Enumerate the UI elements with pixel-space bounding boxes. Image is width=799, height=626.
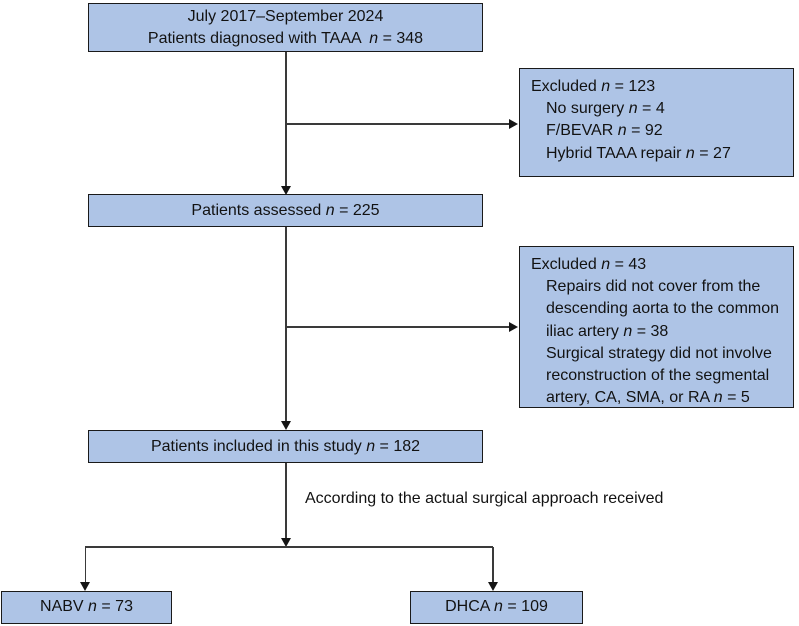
excluded-1-title-label: Excluded [531, 78, 602, 95]
connector-split-to-nabv [84, 547, 87, 582]
arrowhead-right-icon [509, 118, 518, 129]
connector-assessed-to-included [285, 227, 287, 421]
n-symbol: n [617, 122, 627, 140]
n-symbol: n [685, 144, 695, 162]
arrowhead-down-icon [79, 582, 90, 591]
n-value: = 225 [334, 201, 380, 219]
nabv-label: NABV [40, 598, 89, 615]
item-label: No surgery [546, 100, 629, 118]
excluded-2-title: Excluded n = 43 [531, 254, 787, 276]
excluded-1-title: Excluded n = 123 [531, 76, 787, 98]
connector-to-excluded-1 [286, 123, 509, 125]
connector-split-to-dhca [492, 547, 494, 582]
item-label: Repairs did not cover from the descendin… [546, 278, 780, 340]
item-label: F/BEVAR [546, 122, 618, 140]
box-patients-diagnosed: July 2017–September 2024 Patients diagno… [88, 3, 483, 52]
arrowhead-down-icon [280, 186, 291, 195]
date-range-line: July 2017–September 2024 [187, 7, 384, 25]
split-annotation: According to the actual surgical approac… [305, 490, 664, 507]
connector-split-bar [84, 546, 494, 548]
n-value: = 92 [626, 122, 663, 140]
n-value: = 4 [637, 100, 665, 118]
n-symbol: n [88, 598, 97, 615]
excluded-2-item: Repairs did not cover from the descendin… [531, 276, 787, 343]
excluded-1-item: No surgery n = 4 [531, 98, 787, 120]
arrowhead-down-icon [280, 538, 291, 547]
n-value: = 27 [694, 144, 731, 162]
item-label: Hybrid TAAA repair [546, 144, 686, 162]
excluded-1-item: F/BEVAR n = 92 [531, 120, 787, 142]
n-value: = 38 [632, 322, 669, 340]
n-value: = 123 [610, 78, 656, 95]
box-excluded-2: Excluded n = 43 Repairs did not cover fr… [519, 246, 794, 408]
n-value: = 109 [502, 598, 548, 615]
diagnosed-count-line: Patients diagnosed with TAAA n = 348 [148, 28, 423, 50]
n-symbol: n [366, 437, 376, 455]
n-value: = 43 [610, 256, 647, 273]
item-label: Surgical strategy did not involve recons… [546, 344, 772, 407]
excluded-2-title-label: Excluded [531, 256, 602, 273]
box-dhca: DHCA n = 109 [410, 590, 583, 624]
n-value: = 5 [722, 389, 750, 407]
connector-diagnosed-to-assessed [285, 52, 287, 186]
nabv-line: NABV n = 73 [40, 596, 133, 618]
n-symbol: n [601, 256, 611, 273]
n-value: = 73 [96, 598, 133, 615]
n-symbol: n [369, 29, 379, 47]
dhca-line: DHCA n = 109 [445, 596, 548, 618]
n-symbol: n [494, 598, 503, 615]
n-value: = 182 [375, 437, 421, 455]
connector-to-excluded-2 [286, 326, 509, 328]
assessed-line: Patients assessed n = 225 [191, 200, 379, 222]
dhca-label: DHCA [445, 598, 495, 615]
arrowhead-down-icon [487, 582, 498, 591]
arrowhead-right-icon [509, 321, 518, 332]
box-nabv: NABV n = 73 [1, 590, 172, 624]
n-symbol: n [713, 389, 723, 407]
n-symbol: n [628, 100, 638, 118]
n-value: = 348 [378, 29, 424, 47]
included-label: Patients included in this study [150, 437, 367, 455]
assessed-label: Patients assessed [191, 201, 326, 219]
box-patients-included: Patients included in this study n = 182 [88, 430, 483, 463]
excluded-2-item: Surgical strategy did not involve recons… [531, 343, 787, 410]
included-line: Patients included in this study n = 182 [151, 436, 420, 458]
n-symbol: n [325, 201, 335, 219]
diagnosed-label: Patients diagnosed with TAAA [147, 29, 366, 47]
arrowhead-down-icon [280, 421, 291, 430]
box-patients-assessed: Patients assessed n = 225 [88, 194, 483, 227]
box-excluded-1: Excluded n = 123 No surgery n = 4 F/BEVA… [519, 68, 794, 177]
connector-included-to-split [285, 463, 287, 538]
n-symbol: n [623, 322, 633, 340]
excluded-1-item: Hybrid TAAA repair n = 27 [531, 143, 787, 165]
n-symbol: n [601, 78, 611, 95]
